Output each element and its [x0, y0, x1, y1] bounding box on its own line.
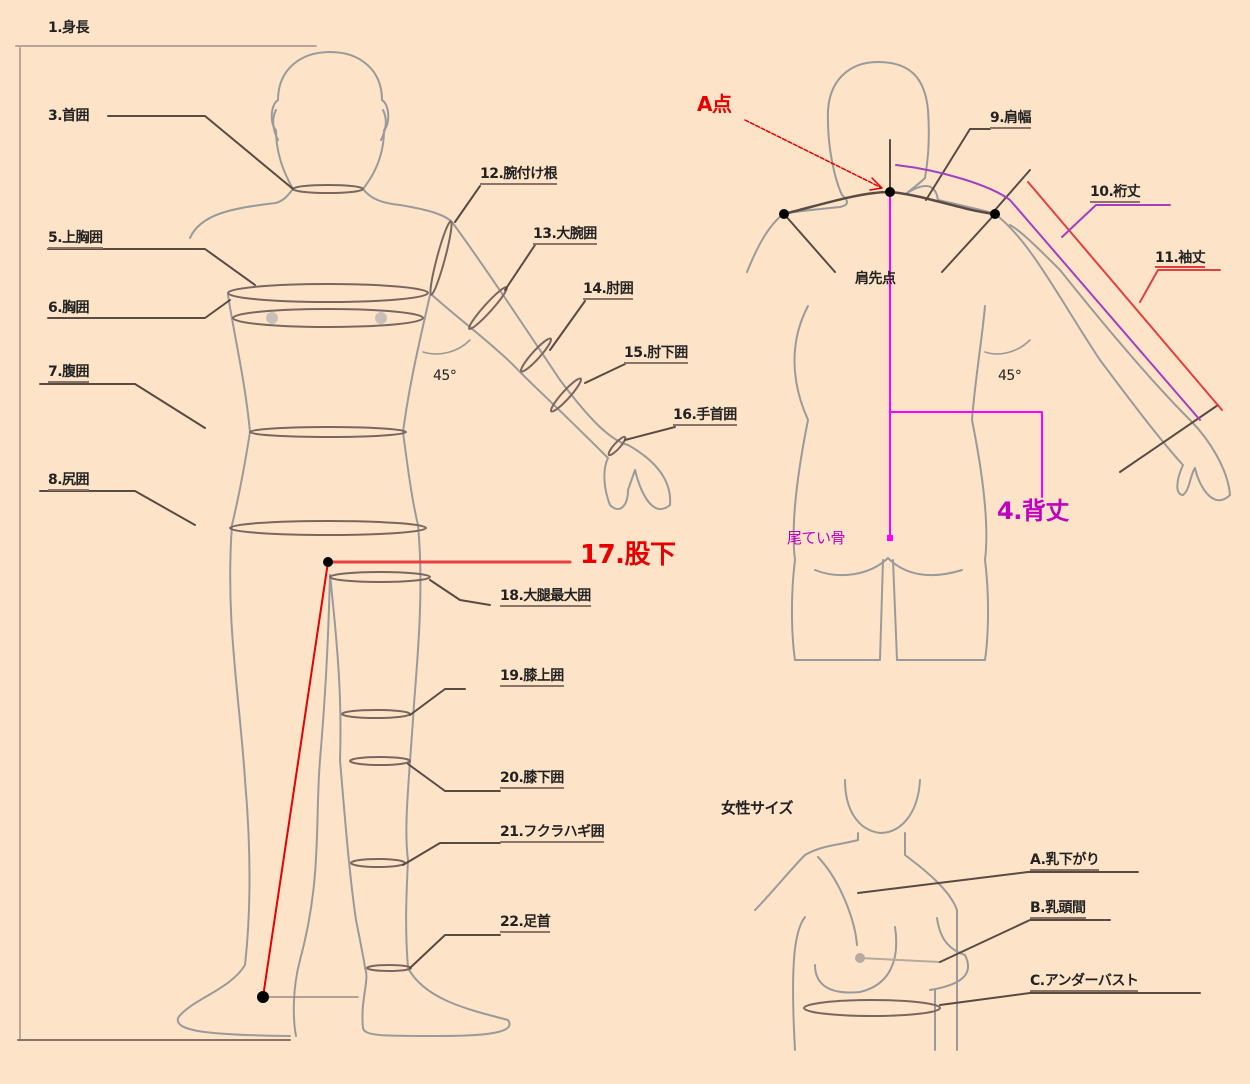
- back-angle-label: 45°: [998, 368, 1022, 384]
- label-sleeve-length: 11.袖丈: [1155, 250, 1206, 268]
- below-knee-ellipse: [349, 756, 411, 766]
- ankle-ellipse: [366, 964, 412, 972]
- label-below-knee: 20.膝下囲: [500, 770, 564, 789]
- front-figure: [15, 45, 676, 1041]
- label-below-elbow: 15.肘下囲: [624, 345, 688, 364]
- back-figure: [744, 61, 1231, 661]
- label-back-length: 4.背丈: [997, 497, 1069, 525]
- label-underbust: C.アンダーバスト: [1030, 973, 1139, 992]
- height-bracket: [15, 45, 317, 1041]
- label-wrist: 16.手首囲: [673, 407, 737, 426]
- label-tailbone: 尾てい骨: [787, 529, 846, 547]
- label-upper-arm: 13.大腕囲: [533, 226, 597, 245]
- label-waist: 7.腹囲: [48, 364, 90, 383]
- label-height: 1.身長: [48, 20, 90, 36]
- female-size-title: 女性サイズ: [721, 799, 794, 817]
- chest-ellipse: [232, 308, 424, 328]
- label-shoulder-point: 肩先点: [855, 271, 896, 287]
- label-point-a: A点: [697, 92, 732, 116]
- inseam-line: [262, 560, 572, 998]
- label-ankle: 22.足首: [500, 914, 551, 933]
- label-hip: 8.尻囲: [48, 472, 90, 491]
- label-neck: 3.首囲: [48, 108, 90, 124]
- label-bust-point-distance: B.乳頭間: [1030, 900, 1086, 919]
- female-figure: [754, 779, 1201, 1051]
- above-knee-ellipse: [341, 709, 411, 719]
- label-calf: 21.フクラハギ囲: [500, 824, 605, 843]
- label-yuki: 10.裄丈: [1090, 184, 1141, 203]
- label-above-knee: 19.膝上囲: [500, 668, 564, 687]
- waist-ellipse: [249, 426, 407, 438]
- label-elbow: 14.肘囲: [583, 281, 634, 300]
- neck-ellipse: [292, 184, 364, 194]
- label-chest: 6.胸囲: [48, 300, 90, 316]
- upper-chest-ellipse: [227, 283, 429, 303]
- hip-ellipse: [229, 520, 427, 536]
- label-upper-chest: 5.上胸囲: [48, 230, 103, 249]
- front-head: [270, 51, 390, 190]
- calf-ellipse: [350, 858, 406, 868]
- label-shoulder-width: 9.肩幅: [990, 110, 1032, 129]
- label-thigh: 18.大腿最大囲: [500, 588, 591, 607]
- front-angle-label: 45°: [433, 368, 457, 384]
- thigh-ellipse: [329, 571, 431, 583]
- label-bust-drop: A.乳下がり: [1030, 852, 1100, 871]
- label-inseam: 17.股下: [580, 540, 676, 570]
- front-arm-upper: [451, 221, 629, 446]
- label-armhole: 12.腕付け根: [480, 166, 558, 185]
